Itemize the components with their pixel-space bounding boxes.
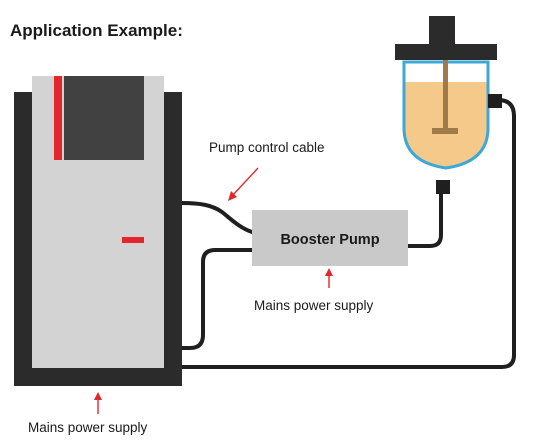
reactor-inlet-hose — [180, 98, 516, 369]
pump-control-cable — [180, 201, 254, 234]
vessel-inlet-connector — [488, 94, 502, 108]
stirrer-motor — [429, 16, 455, 46]
reactor-outlet-hose — [406, 190, 443, 248]
mains-unit-arrowhead — [94, 392, 102, 400]
booster-pump-body — [252, 210, 408, 266]
pump-control-cable-arrowhead — [228, 191, 237, 201]
callout-mains-power-pump: Mains power supply — [254, 268, 374, 313]
mains-pump-arrowhead — [325, 268, 333, 276]
unit-indicator — [122, 237, 144, 243]
diagram-title: Application Example: — [10, 21, 183, 40]
unit-red-stripe — [54, 76, 62, 160]
unit-display-panel — [64, 76, 144, 160]
callout-mains-power-unit: Mains power supply — [28, 392, 148, 435]
vessel-outlet-connector — [436, 180, 450, 194]
booster-pump-label: Booster Pump — [280, 232, 379, 248]
mains-cable-pump — [180, 248, 254, 350]
circulator-unit — [14, 76, 182, 386]
booster-pump: Booster Pump — [252, 210, 408, 266]
vessel-glass-outline — [402, 60, 490, 170]
pump-control-cable-label: Pump control cable — [209, 140, 325, 155]
pump-control-cable-arrow-line — [231, 167, 259, 197]
mains-power-supply-pump-label: Mains power supply — [254, 298, 374, 313]
vessel-lid — [395, 44, 497, 60]
stirrer-shaft — [443, 60, 448, 130]
mains-power-supply-unit-label: Mains power supply — [28, 420, 148, 435]
reactor-vessel — [395, 16, 502, 194]
stirrer-blade — [432, 128, 458, 134]
callout-pump-control-cable: Pump control cable — [209, 140, 325, 201]
cables — [180, 98, 516, 369]
